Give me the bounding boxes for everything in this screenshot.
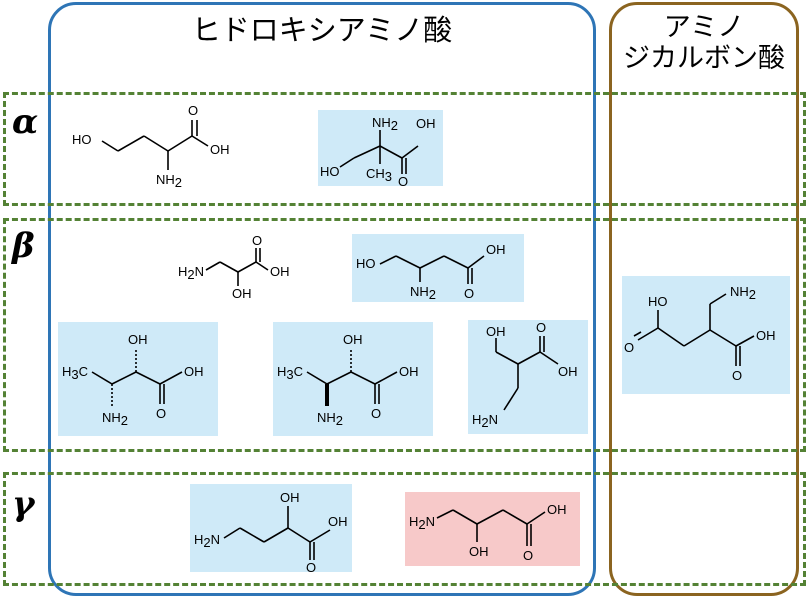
svg-text:OH: OH	[756, 328, 776, 343]
svg-text:H2N: H2N	[409, 514, 435, 532]
beta-row-band	[3, 218, 806, 452]
hydroxy-group-title: ヒドロキシアミノ酸	[48, 13, 596, 47]
svg-text:H2N: H2N	[194, 532, 220, 550]
amino-dicarboxylic-acid-group	[609, 2, 799, 596]
svg-text:OH: OH	[486, 242, 506, 257]
svg-text:OH: OH	[210, 142, 230, 157]
svg-text:O: O	[732, 368, 742, 383]
svg-text:H3C: H3C	[62, 364, 88, 382]
hydroxy-title-text: ヒドロキシアミノ酸	[191, 13, 453, 47]
molecule-alpha-homoserine: HO O OH NH2	[70, 98, 240, 198]
molecule-beta-isoserine: H2N O OH OH	[176, 232, 296, 301]
svg-text:OH: OH	[270, 264, 290, 279]
svg-text:OH: OH	[399, 364, 419, 379]
molecule-gamma-amino-3-hydroxybutanoic: H2N OH OH O	[405, 492, 580, 566]
dicarboxylic-title-line2: ジカルボン酸	[623, 43, 785, 75]
dicarboxylic-title-line1: アミノ	[663, 12, 745, 43]
svg-text:O: O	[156, 406, 166, 421]
svg-text:OH: OH	[232, 286, 252, 301]
svg-text:CH3: CH3	[366, 166, 392, 184]
gamma-label: γ	[12, 484, 35, 524]
svg-text:O: O	[371, 406, 381, 421]
svg-text:NH2: NH2	[372, 115, 398, 133]
svg-text:NH2: NH2	[317, 410, 343, 428]
svg-text:H2N: H2N	[472, 412, 498, 430]
svg-text:O: O	[536, 320, 546, 335]
svg-text:OH: OH	[343, 332, 363, 347]
svg-text:OH: OH	[547, 502, 567, 517]
svg-text:OH: OH	[328, 514, 348, 529]
beta-label: β	[12, 226, 35, 266]
dicarboxylic-group-title: アミノ ジカルボン酸	[609, 12, 799, 74]
hydroxy-amino-acid-group	[48, 2, 596, 596]
molecule-beta-amino-hydroxybutanoic: HO OH O NH2	[352, 234, 524, 302]
svg-text:OH: OH	[280, 490, 300, 505]
alpha-row-band	[3, 92, 806, 206]
svg-text:HO: HO	[320, 164, 340, 179]
svg-text:O: O	[398, 174, 408, 189]
molecule-beta-threonine-a: H3C OH OH O NH2	[58, 322, 218, 436]
molecule-beta-aminomethyl-hydroxypropanoic: OH O OH H2N	[468, 320, 588, 434]
svg-text:H2N: H2N	[178, 264, 204, 282]
molecule-alpha-methylserine: HO NH2 OH O CH3	[318, 110, 443, 189]
molecule-gamma-amino-2-hydroxybutanoic: H2N OH OH O	[190, 484, 352, 575]
svg-text:HO: HO	[72, 132, 92, 147]
svg-text:OH: OH	[128, 332, 148, 347]
svg-text:O: O	[624, 340, 634, 355]
svg-text:OH: OH	[558, 364, 578, 379]
svg-text:O: O	[523, 548, 533, 563]
svg-text:OH: OH	[486, 324, 506, 339]
svg-text:NH2: NH2	[410, 284, 436, 302]
svg-text:OH: OH	[184, 364, 204, 379]
svg-text:O: O	[464, 286, 474, 301]
svg-text:O: O	[252, 233, 262, 248]
svg-text:HO: HO	[356, 256, 376, 271]
svg-text:O: O	[306, 560, 316, 575]
molecule-aminomethyl-succinic: HO O NH2 OH O	[622, 276, 790, 394]
svg-text:NH2: NH2	[730, 284, 756, 302]
svg-text:NH2: NH2	[156, 172, 182, 190]
svg-text:H3C: H3C	[277, 364, 303, 382]
svg-text:OH: OH	[416, 116, 436, 131]
gamma-row-band	[3, 472, 806, 586]
svg-text:HO: HO	[648, 294, 668, 309]
svg-text:OH: OH	[469, 544, 489, 559]
svg-text:O: O	[188, 103, 198, 118]
molecule-beta-threonine-b: H3C OH OH O NH2	[273, 322, 433, 436]
alpha-label: α	[12, 102, 39, 142]
svg-text:NH2: NH2	[102, 410, 128, 428]
